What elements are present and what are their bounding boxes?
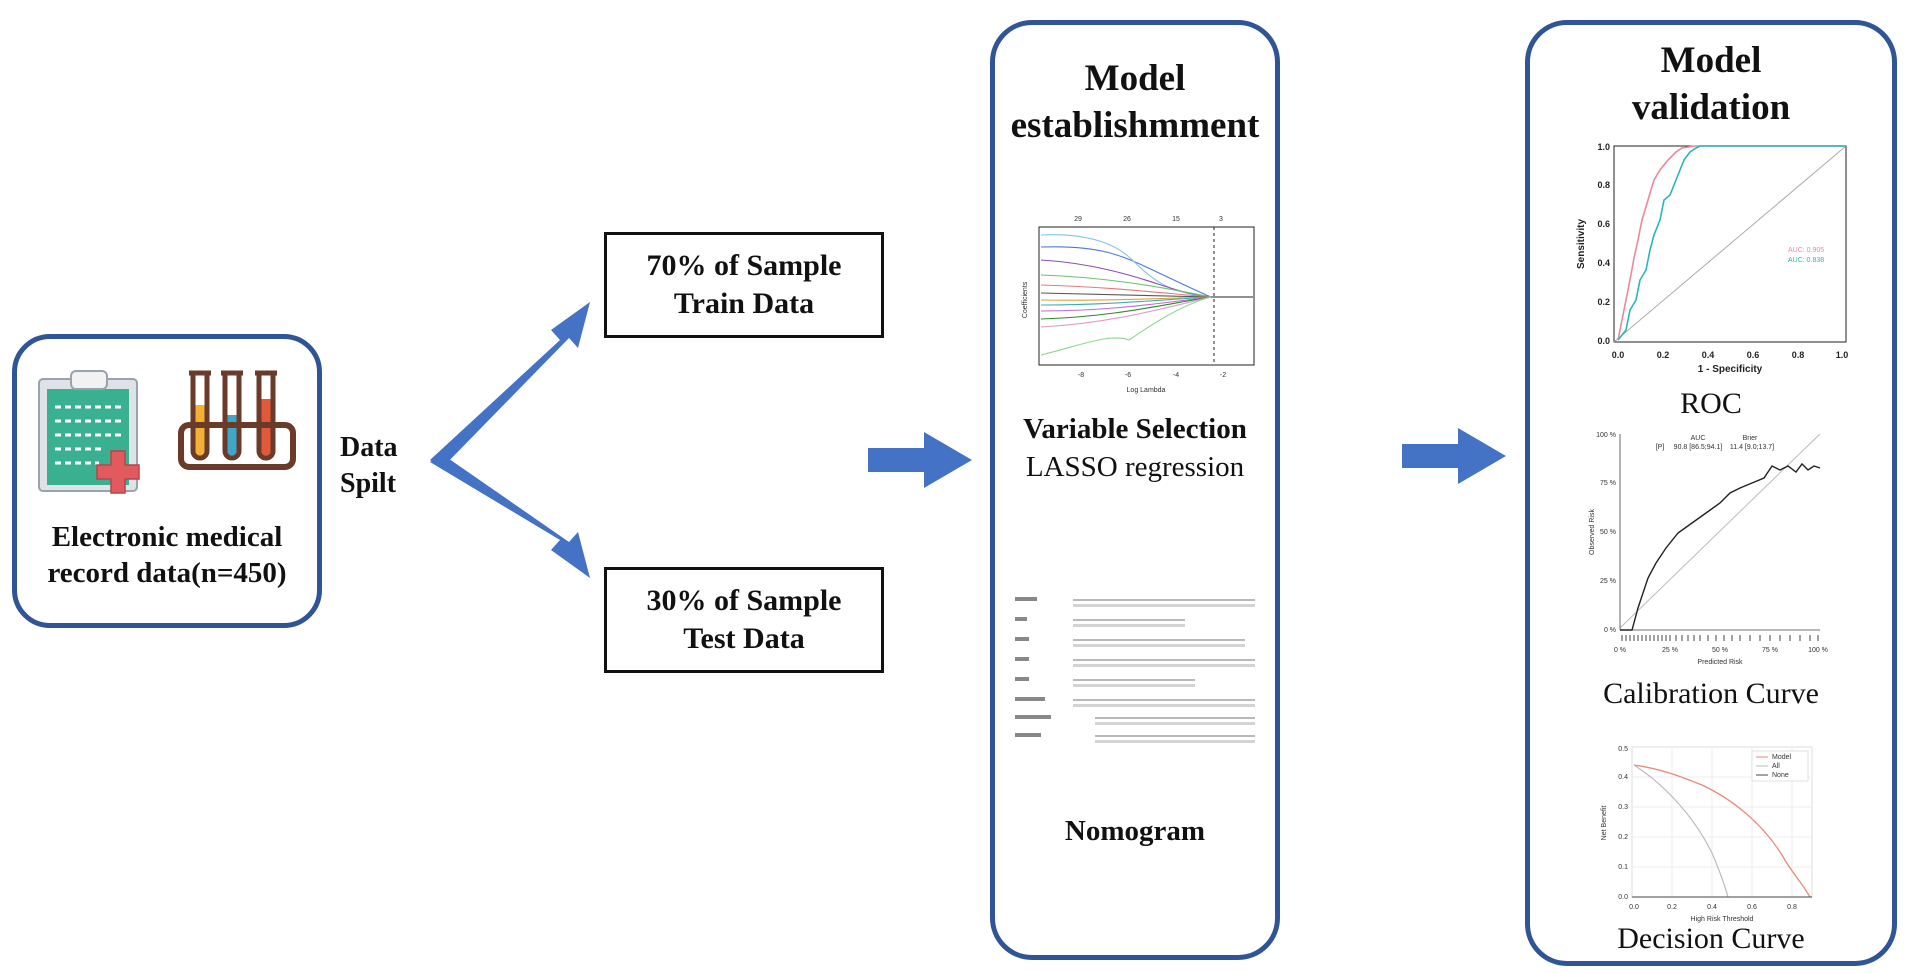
cal-y-tick: 50 % [1600,529,1616,536]
train-data-box: 70% of Sample Train Data [604,232,884,338]
cal-x-tick: 75 % [1762,647,1778,654]
lasso-x-tick: -6 [1125,372,1131,379]
model-validation-panel: Model validation 0.0 0.2 0.4 0.6 0.8 1.0… [1525,20,1897,966]
arrow-to-establishment [868,432,972,488]
lasso-top-tick: 3 [1219,216,1223,223]
validation-title-line1: Model [1660,40,1762,81]
lasso-xlabel: Log Lambda [1127,387,1166,394]
roc-y-tick: 0.8 [1597,180,1610,190]
cal-row-auc: 90.8 [86.5;94.1] [1674,444,1723,451]
test-box-line1: 30% of Sample [646,584,842,617]
lasso-x-tick: -4 [1173,372,1179,379]
clipboard-medical-icon [38,370,140,494]
arrow-down-to-test [430,454,590,578]
dca-x-tick: 0.2 [1667,904,1677,911]
model-establishment-panel: Model establishmment 29 26 15 3 -8 -6 -4… [990,20,1280,960]
dca-x-tick: 0.4 [1707,904,1717,911]
roc-x-tick: 0.0 [1612,350,1625,360]
roc-xlabel: 1 - Specificity [1698,364,1763,375]
roc-x-tick: 0.6 [1747,350,1760,360]
data-split-label-line1: Data [340,432,398,463]
cal-y-tick: 100 % [1596,432,1616,439]
cal-ylabel: Observed Risk [1589,509,1596,555]
dca-y-tick: 0.1 [1618,864,1628,871]
cal-x-tick: 100 % [1808,647,1828,654]
dca-ylabel: Net Benefit [1601,806,1608,841]
validation-title-line2: validation [1631,87,1791,128]
data-source-panel: Electronic medical record data(n=450) [12,334,322,628]
decision-curve-label: Decision Curve [1617,922,1805,955]
cal-header-brier: Brier [1743,435,1758,442]
cal-row-label: [P] [1656,444,1665,451]
dca-y-tick: 0.3 [1618,804,1628,811]
cal-row-brier: 11.4 [9.0;13.7] [1730,444,1774,451]
dca-legend-model: Model [1772,754,1792,761]
roc-x-tick: 0.8 [1792,350,1805,360]
roc-y-tick: 0.6 [1597,219,1610,229]
source-caption-line2: record data(n=450) [47,557,287,589]
dca-x-tick: 0.6 [1747,904,1757,911]
cal-y-tick: 75 % [1600,480,1616,487]
dca-y-tick: 0.2 [1618,834,1628,841]
roc-legend-train: AUC: 0.905 [1788,247,1824,254]
arrow-up-to-train [430,302,590,468]
test-box-line2: Test Data [683,622,805,655]
nomogram-label: Nomogram [1064,815,1206,847]
nomogram-plot [1015,597,1255,743]
arrow-to-validation [1402,428,1506,484]
cal-y-tick: 25 % [1600,578,1616,585]
split-arrows [430,302,590,578]
cal-y-tick: 0 % [1604,627,1616,634]
roc-x-tick: 1.0 [1836,350,1849,360]
dca-legend-none: None [1772,772,1789,779]
cal-x-tick: 25 % [1662,647,1678,654]
roc-y-tick: 0.2 [1597,297,1610,307]
lasso-ylabel: Coefficients [1022,281,1029,318]
test-data-box: 30% of Sample Test Data [604,567,884,673]
decision-curve-plot: 0.0 0.2 0.4 0.6 0.8 High Risk Threshold … [1601,746,1813,923]
dca-y-tick: 0.5 [1618,746,1628,753]
train-box-line1: 70% of Sample [646,249,842,282]
roc-y-tick: 1.0 [1597,142,1610,152]
establishment-title-line1: Model [1084,58,1186,99]
cal-header-auc: AUC [1691,435,1706,442]
cal-x-tick: 50 % [1712,647,1728,654]
roc-legend-test: AUC: 0.838 [1788,257,1824,264]
lasso-coefficient-plot: 29 26 15 3 -8 -6 -4 -2 Log Lambda Coeffi… [1022,216,1255,394]
roc-plot: 0.0 0.2 0.4 0.6 0.8 1.0 0.0 0.2 0.4 0.6 … [1576,142,1849,375]
lasso-regression-label: LASSO regression [1025,451,1245,483]
variable-selection-label: Variable Selection [1023,413,1247,445]
lasso-top-tick: 26 [1123,216,1131,223]
dca-xlabel: High Risk Threshold [1691,916,1754,923]
data-split-label-line2: Spilt [340,468,397,499]
roc-ylabel: Sensitivity [1576,219,1587,269]
dca-x-tick: 0.8 [1787,904,1797,911]
dca-legend-all: All [1772,763,1780,770]
calibration-curve-label: Calibration Curve [1603,677,1819,710]
lasso-x-tick: -2 [1220,372,1226,379]
lasso-top-tick: 15 [1172,216,1180,223]
roc-x-tick: 0.4 [1702,350,1715,360]
lasso-x-tick: -8 [1078,372,1084,379]
dca-x-tick: 0.0 [1629,904,1639,911]
cal-x-tick: 0 % [1614,647,1626,654]
dca-y-tick: 0.4 [1618,774,1628,781]
test-tubes-icon [178,370,296,470]
dca-y-tick: 0.0 [1618,894,1628,901]
roc-label: ROC [1680,387,1742,420]
roc-y-tick: 0.4 [1597,258,1610,268]
cal-xlabel: Predicted Risk [1697,659,1743,666]
establishment-title-line2: establishmment [1010,105,1260,146]
calibration-plot: 0 % 25 % 50 % 75 % 100 % 0 % 25 % 50 % 7… [1589,432,1828,666]
roc-x-tick: 0.2 [1657,350,1670,360]
source-caption-line1: Electronic medical [51,521,283,553]
roc-y-tick: 0.0 [1597,336,1610,346]
train-box-line2: Train Data [673,287,815,320]
lasso-top-tick: 29 [1074,216,1082,223]
